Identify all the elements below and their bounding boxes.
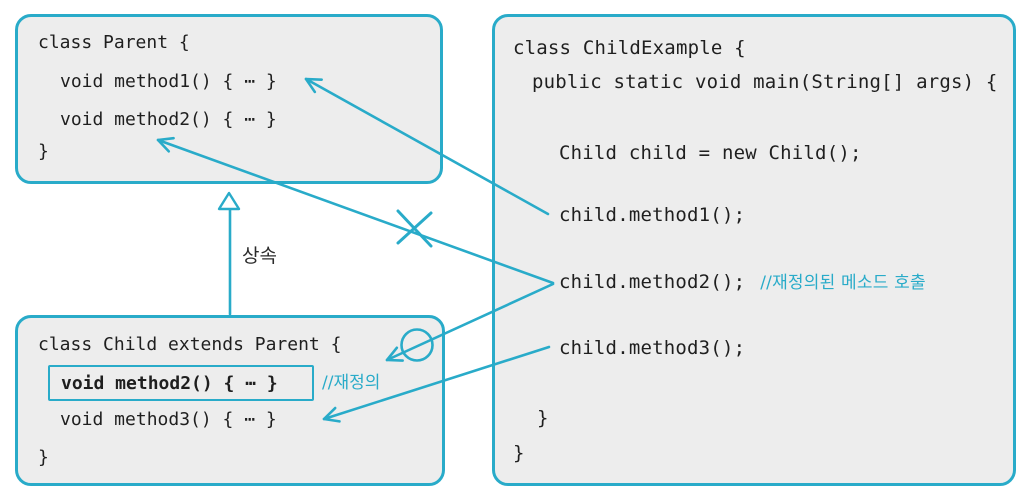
child-method3-line: void method3() { ⋯ } — [60, 409, 277, 430]
example-call-method3-line: child.method3(); — [559, 337, 746, 359]
call-method2-code: child.method2(); — [559, 271, 746, 293]
parent-method1-line: void method1() { ⋯ } — [60, 71, 277, 92]
child-close-brace: } — [38, 447, 49, 468]
inheritance-triangle-icon — [217, 191, 241, 211]
call-method2-comment: //재정의된 메소드 호출 — [760, 273, 926, 293]
example-call-method1-line: child.method1(); — [559, 204, 746, 226]
overridden-method-highlight-box: void method2() { ⋯ } — [48, 365, 314, 401]
example-class-declaration: class ChildExample { — [513, 37, 746, 59]
example-main-close-brace: } — [537, 407, 549, 429]
parent-class-box: class Parent { void method1() { ⋯ } void… — [15, 14, 443, 184]
example-class-close-brace: } — [513, 442, 525, 464]
child-class-declaration: class Child extends Parent { — [38, 334, 342, 355]
parent-class-declaration: class Parent { — [38, 32, 190, 53]
child-class-box: class Child extends Parent { void method… — [15, 315, 445, 486]
override-comment: //재정의 — [322, 373, 381, 393]
parent-method2-line: void method2() { ⋯ } — [60, 109, 277, 130]
example-call-method2-line: child.method2(); //재정의된 메소드 호출 — [559, 270, 926, 296]
child-example-box: class ChildExample { public static void … — [492, 14, 1016, 486]
example-main-declaration: public static void main(String[] args) { — [532, 71, 998, 93]
child-method2-line: void method2() { ⋯ } — [61, 372, 278, 394]
inheritance-label: 상속 — [242, 245, 277, 267]
example-new-child-line: Child child = new Child(); — [559, 142, 862, 164]
parent-close-brace: } — [38, 141, 49, 162]
x-mark-icon — [396, 209, 433, 248]
